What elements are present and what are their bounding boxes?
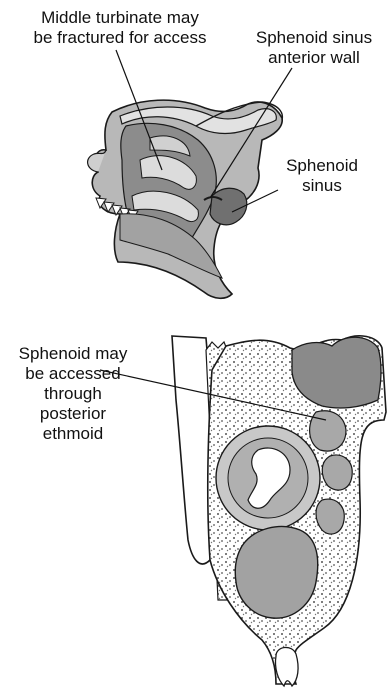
label-middle-turbinate-line1: Middle turbinate may — [12, 8, 228, 28]
label-posterior-ethmoid-line1: Sphenoid may — [4, 344, 142, 364]
label-posterior-ethmoid: Sphenoid may be accessed through posteri… — [4, 344, 142, 444]
maxillary-sinus — [235, 527, 317, 619]
label-sphenoid-sinus-line2: sinus — [272, 176, 372, 196]
label-posterior-ethmoid-line5: ethmoid — [4, 424, 142, 444]
label-sphenoid-anterior-wall: Sphenoid sinus anterior wall — [244, 28, 384, 68]
sphenoid-sinus-region — [210, 188, 247, 225]
posterior-ethmoid-cell-2 — [322, 455, 352, 490]
label-posterior-ethmoid-line3: through — [4, 384, 142, 404]
label-posterior-ethmoid-line4: posterior — [4, 404, 142, 424]
label-sphenoid-sinus-line1: Sphenoid — [272, 156, 372, 176]
coronal-sinus-view — [172, 336, 386, 686]
label-posterior-ethmoid-line2: be accessed — [4, 364, 142, 384]
label-sphenoid-sinus: Sphenoid sinus — [272, 156, 372, 196]
posterior-ethmoid-cell-1 — [310, 411, 346, 451]
label-middle-turbinate-line2: be fractured for access — [12, 28, 228, 48]
label-sphenoid-anterior-wall-line2: anterior wall — [244, 48, 384, 68]
cranial-fossa — [292, 337, 381, 408]
label-sphenoid-anterior-wall-line1: Sphenoid sinus — [244, 28, 384, 48]
label-middle-turbinate: Middle turbinate may be fractured for ac… — [12, 8, 228, 48]
